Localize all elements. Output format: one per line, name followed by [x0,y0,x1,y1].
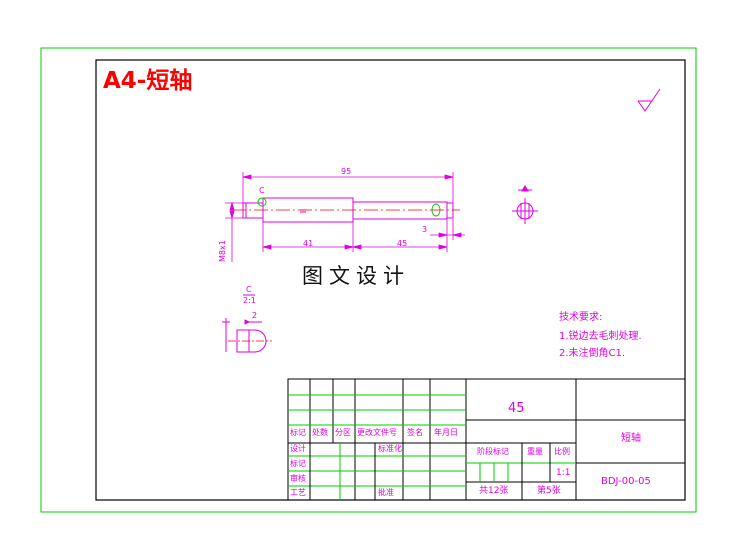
dim-end-offset: 3 [422,225,428,234]
tech-req-heading: 技术要求: [559,312,603,323]
section-view [512,185,538,224]
detail-dim: 2 [252,311,258,320]
part-name: 短轴 [621,433,641,444]
approve-label: 批准 [378,488,394,497]
drawing-number: BDJ-00-05 [601,476,651,487]
weight-label: 重量 [527,447,543,456]
material-value: 45 [508,401,525,416]
col-header-zone: 分区 [335,428,351,437]
dim-thread: M8x1 [218,240,227,262]
row-label-process: 工艺 [290,488,306,497]
watermark-text: 图文设计 [302,264,410,288]
shaft-end-section [446,202,454,219]
col-header-mark: 标记 [290,428,306,437]
col-header-date: 年月日 [434,428,458,437]
scale-value: 1:1 [556,468,571,478]
drawing-title: A4-短轴 [103,68,193,94]
scale-label: 比例 [554,447,570,456]
col-header-count: 处数 [312,428,328,437]
row-label-mark: 标记 [290,459,306,468]
shaft-small-section [352,201,448,220]
row-label-review: 审核 [290,474,306,483]
dim-chamfer-label: C [259,186,265,195]
tech-req-item-2: 2.未注倒角C1. [559,348,626,359]
row-label-design: 设计 [290,444,306,453]
total-sheets: 共12张 [479,486,509,496]
standardize-label: 标准化 [378,444,402,453]
col-header-signature: 签名 [407,428,423,437]
tech-req-item-1: 1.锐边去毛刺处理. [559,331,642,342]
dim-overall-length: 95 [341,167,352,176]
detail-fraction-top: C [246,285,252,294]
roughness-symbol-icon [637,88,661,112]
dim-right-section: 45 [397,239,408,248]
col-header-change-doc: 更改文件号 [357,428,397,437]
detail-fraction-bottom: 2:1 [243,296,256,305]
dim-left-section: 41 [303,239,314,248]
stage-mark-label: 阶段标记 [477,447,509,456]
dimension-lines [225,172,465,262]
outer-border [40,47,697,513]
sheet-number: 第5张 [537,486,561,496]
title-block-lines [287,378,686,501]
